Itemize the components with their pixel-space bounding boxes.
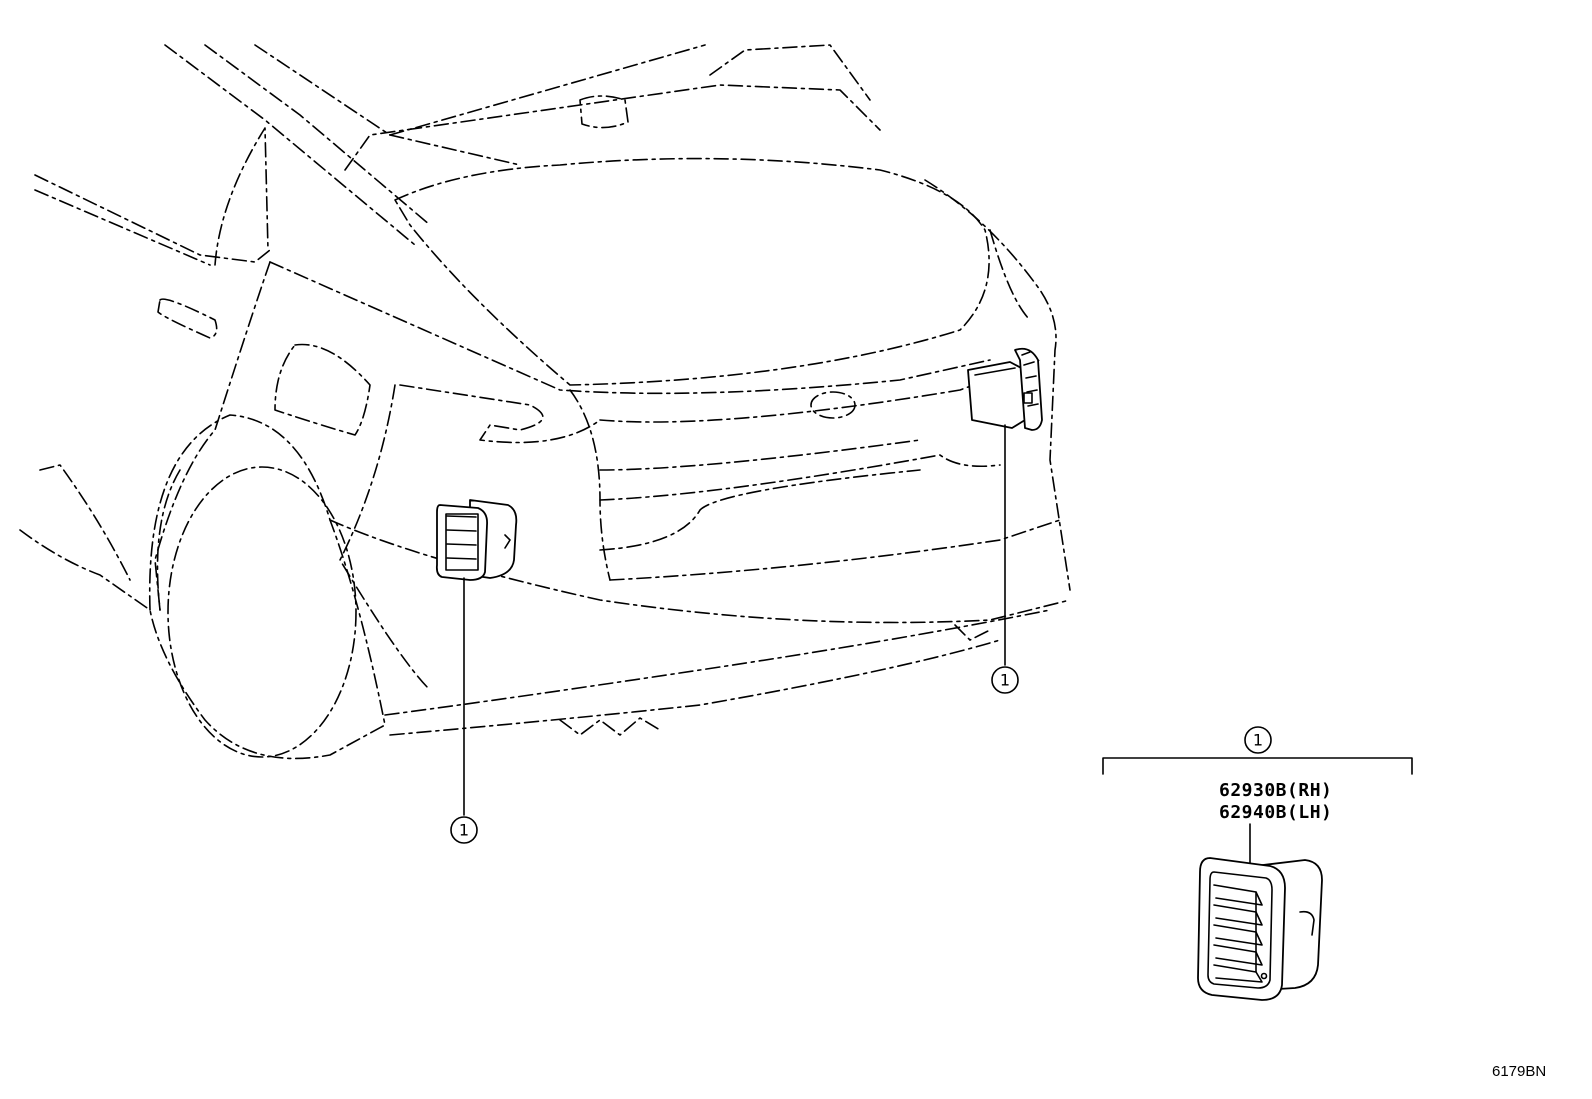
part-number-lh: 62940B(LH) — [1219, 802, 1332, 823]
detail-callout-label: 1 — [1253, 731, 1263, 750]
callout-left-label: 1 — [459, 821, 469, 840]
vehicle-outline — [19, 44, 1071, 760]
detail-header: 1 62930B(RH) 62940B(LH) — [1102, 726, 1413, 867]
callout-right: 1 — [991, 424, 1019, 694]
diagram-code: 6179BN — [1492, 1063, 1546, 1080]
right-vent-on-body — [967, 347, 1043, 431]
callout-left: 1 — [450, 577, 478, 844]
callout-right-label: 1 — [1000, 671, 1010, 690]
part-number-rh: 62930B(RH) — [1219, 780, 1332, 801]
left-vent-on-body — [435, 499, 518, 581]
vent-part-detail — [1197, 857, 1323, 1001]
